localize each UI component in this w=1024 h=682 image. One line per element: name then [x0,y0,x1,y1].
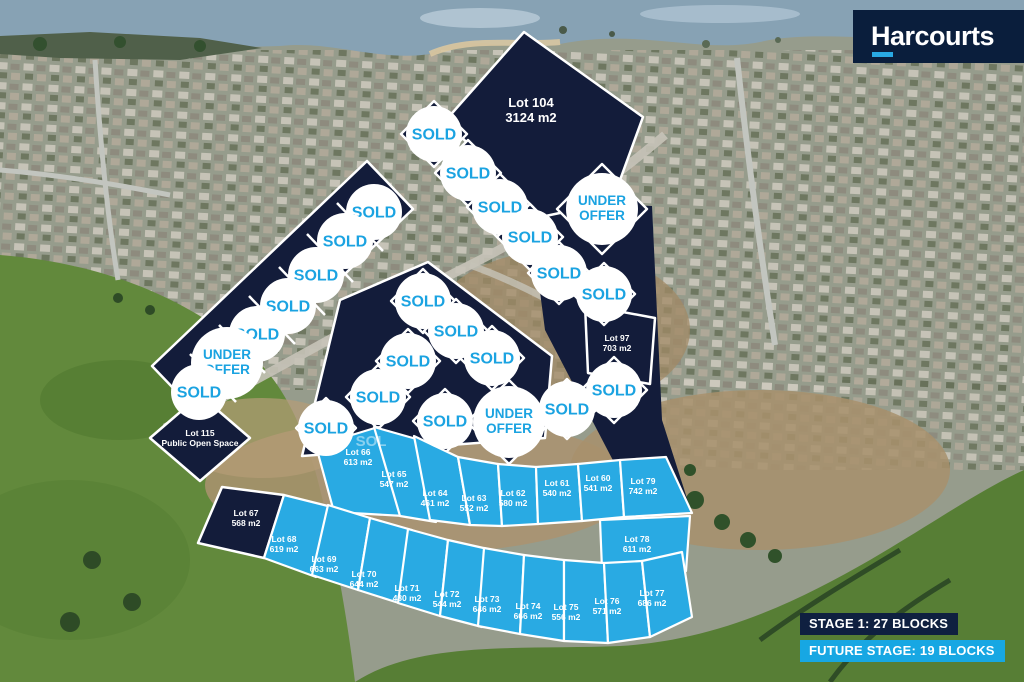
svg-text:SOLD: SOLD [386,354,430,371]
sold-marker: SOLD [531,245,587,301]
svg-text:SOLD: SOLD [470,351,514,368]
svg-text:SOLD: SOLD [266,299,310,316]
svg-text:SOLD: SOLD [412,127,456,144]
svg-text:SOLD: SOLD [545,402,589,419]
svg-text:SOLD: SOLD [356,390,400,407]
headland [0,32,262,60]
svg-text:SOLD: SOLD [352,205,396,222]
svg-text:SOLD: SOLD [294,268,338,285]
ghost-sold-text: SOL [356,433,387,450]
sold-marker: SOLD [298,400,354,456]
svg-text:SOLD: SOLD [423,414,467,431]
svg-text:SOLD: SOLD [537,266,581,283]
lot-73-polygon [476,546,526,636]
svg-text:SOLD: SOLD [434,324,478,341]
legend-future-stage: FUTURE STAGE: 19 BLOCKS [800,640,1005,662]
harcourts-logo: Harcourts [853,10,1024,63]
svg-text:SOLD: SOLD [592,383,636,400]
sold-marker: SOLD [539,381,595,437]
suburb-road [734,57,778,346]
stage-legend: STAGE 1: 27 BLOCKS FUTURE STAGE: 19 BLOC… [800,613,1005,662]
sold-marker: SOLD [586,362,642,418]
svg-text:SOLD: SOLD [582,287,626,304]
svg-text:SOLD: SOLD [304,421,348,438]
legend-stage1: STAGE 1: 27 BLOCKS [800,613,959,635]
svg-text:SOLD: SOLD [401,294,445,311]
lot-77-polygon [640,550,694,639]
svg-text:SOLD: SOLD [323,234,367,251]
sold-marker: SOLD [417,393,473,449]
svg-text:SOLD: SOLD [478,200,522,217]
lot-115-polygon [148,393,252,483]
harcourts-logo-underline [872,52,893,57]
svg-text:SOLD: SOLD [508,230,552,247]
sold-marker: SOLD [350,369,406,425]
svg-text:SOLD: SOLD [446,166,490,183]
svg-text:SOLD: SOLD [177,385,221,402]
ghost-sold-label: SOL [356,433,387,450]
harcourts-logo-text: Harcourts [871,21,995,51]
sold-marker: SOLD [406,106,462,162]
lot-79-polygon [618,455,694,519]
sold-marker: SOLD [464,330,520,386]
sold-marker: SOLD [171,364,227,420]
lot-74-polygon [518,553,566,643]
sold-marker: SOLD [576,266,632,322]
future-stage-lots [262,425,694,645]
